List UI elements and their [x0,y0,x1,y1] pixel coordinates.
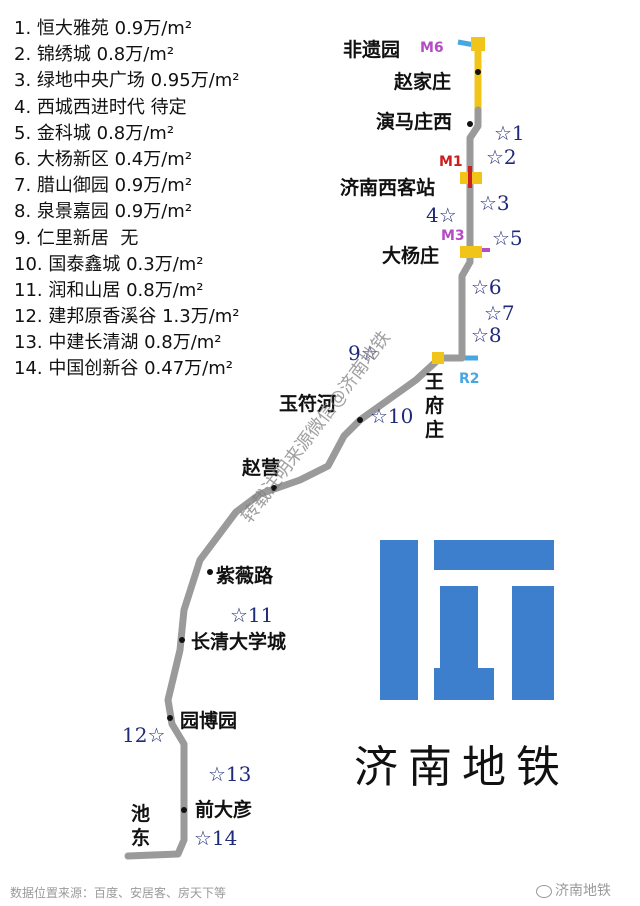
station-dot [179,637,185,643]
station-jinanxikezhan: 济南西客站 [340,176,435,199]
m3-transfer-icon [460,246,482,258]
station-dot [357,417,363,423]
station-dot [181,807,187,813]
station-dayangzhuang: 大杨庄 [382,244,439,267]
logo-text: 济南地铁 [354,742,570,793]
jinan-metro-logo-icon [380,540,554,700]
legend-item: 10. 国泰鑫城 0.3万/m² [14,253,204,275]
legend-item: 13. 中建长清湖 0.8万/m² [14,332,222,354]
property-star: ☆8 [471,323,502,347]
station-dot [271,485,277,491]
m1-tag: M1 [439,154,463,170]
m3-tag: M3 [441,228,465,244]
legend-item: 4. 西城西进时代 待定 [14,96,187,118]
station-yufuhe: 玉符河 [279,392,336,415]
station-wangfuzhuang: 王 [425,371,444,393]
station-wangfuzhuang: 庄 [425,418,444,441]
property-star: ☆7 [484,301,515,325]
property-star: ☆13 [208,762,251,786]
station-qiandayan: 前大彦 [195,798,252,821]
legend-item: 1. 恒大雅苑 0.9万/m² [14,18,193,39]
legend-list: 1. 恒大雅苑 0.9万/m² 2. 锦绣城 0.8万/m² 3. 绿地中央广场… [14,16,240,383]
station-changqingdaxuecheng: 长清大学城 [191,630,286,653]
property-star: ☆6 [471,275,502,299]
property-star: 9☆ [348,341,379,365]
legend-item: 14. 中国创新谷 0.47万/m² [14,358,233,380]
station-yuanboyuan: 园博园 [180,709,237,732]
account-label: 济南地铁 [536,880,611,900]
station-yanmazhuangxi: 演马庄西 [376,110,452,133]
legend-item: 2. 锦绣城 0.8万/m² [14,44,175,66]
property-star: ☆11 [230,603,273,627]
legend-item: 8. 泉景嘉园 0.9万/m² [14,201,193,223]
legend-item: 5. 金科城 0.8万/m² [14,122,175,144]
account-name: 济南地铁 [555,883,611,899]
station-chidong: 池 [131,802,150,825]
property-star: ☆10 [370,404,413,428]
legend-item: 3. 绿地中央广场 0.95万/m² [14,70,240,92]
station-dot [475,69,481,75]
legend-item: 7. 腊山御园 0.9万/m² [14,175,193,197]
property-star: ☆5 [492,226,523,250]
station-zhaojiazhuang: 赵家庄 [393,70,451,93]
legend-item: 11. 润和山居 0.8万/m² [14,279,204,301]
legend-item: 12. 建邦原香溪谷 1.3万/m² [14,306,240,328]
property-star: 4☆ [426,203,457,227]
r2-transfer-icon [432,352,444,364]
m6-tag: M6 [420,40,444,56]
station-ziweilu: 紫薇路 [216,564,274,587]
m6-transfer-icon [471,37,485,51]
legend-item: 9. 仁里新居 无 [14,227,139,249]
metro-main-line [124,106,482,860]
property-star: ☆3 [479,191,510,215]
station-zhaoying: 赵营 [241,456,280,479]
station-wangfuzhuang: 府 [425,394,444,417]
station-chidong: 东 [131,826,150,849]
r2-tag: R2 [459,371,480,387]
station-dot [467,121,473,127]
source-note: 数据位置来源：百度、安居客、房天下等 [10,886,227,900]
property-star: ☆14 [194,826,237,850]
station-dot [167,715,173,721]
wechat-icon [536,884,552,898]
station-dot [207,569,213,575]
property-star: ☆1 [494,121,525,145]
property-star: ☆2 [486,145,517,169]
property-star: 12☆ [122,723,165,747]
legend-item: 6. 大杨新区 0.4万/m² [14,148,193,170]
station-feiyiyuan: 非遗园 [343,39,400,61]
